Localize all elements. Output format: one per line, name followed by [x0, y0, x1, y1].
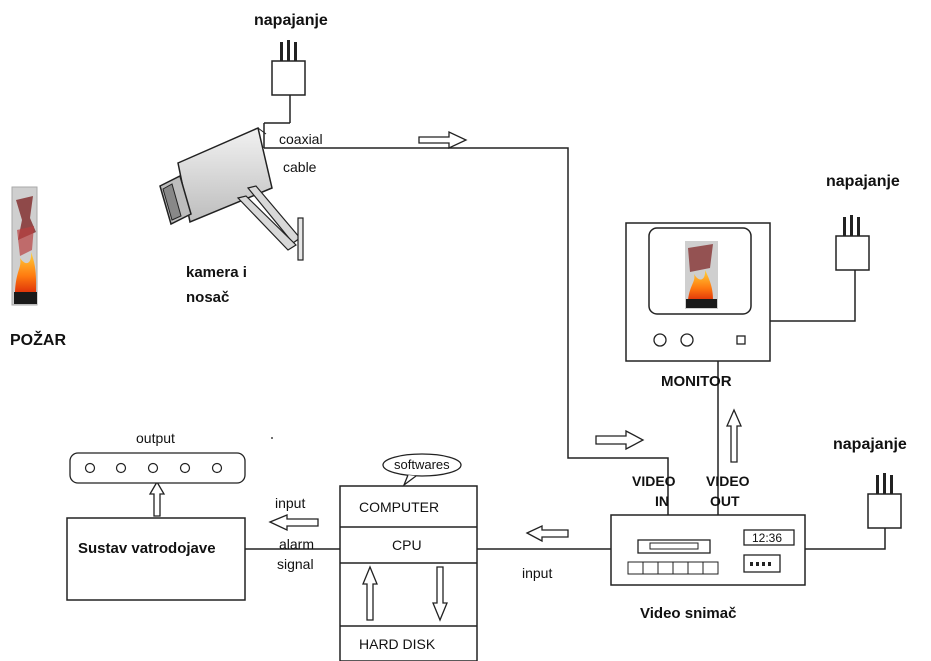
softwares-label: softwares — [394, 457, 450, 472]
cable-label: cable — [283, 159, 317, 175]
arrow-up-output-icon — [148, 480, 166, 517]
video-out-label-line1: VIDEO — [706, 473, 750, 489]
recorder-time-display: 12:36 — [752, 531, 783, 545]
cpu-label: CPU — [392, 537, 422, 553]
video-in-label-line2: IN — [655, 493, 669, 509]
arrow-right-mid-icon — [595, 429, 645, 451]
input-label-recorder: input — [522, 565, 553, 581]
power-label-recorder: napajanje — [833, 436, 907, 453]
arrow-up-harddisk-icon — [362, 565, 378, 621]
video-in-label-line1: VIDEO — [632, 473, 676, 489]
arrow-right-top-icon — [418, 130, 468, 150]
video-recorder-device — [610, 514, 806, 586]
output-indicator-panel — [69, 452, 246, 484]
power-plug-recorder — [805, 473, 902, 550]
recorder-label: Video snimač — [640, 605, 737, 622]
arrow-left-alarm-icon — [268, 514, 319, 532]
stray-dot — [271, 437, 273, 439]
camera-label-line1: kamera i — [186, 264, 247, 281]
arrow-down-harddisk-icon — [432, 566, 448, 622]
fire-label: POŽAR — [10, 332, 66, 349]
arrow-up-monitor-icon — [726, 408, 742, 463]
power-label-camera: napajanje — [254, 12, 328, 29]
monitor-fire-image — [685, 241, 718, 309]
power-label-monitor: napajanje — [826, 173, 900, 190]
hard-disk-label: HARD DISK — [359, 636, 436, 652]
camera-icon — [159, 126, 304, 261]
fire-system-box — [66, 517, 246, 601]
power-plug-monitor — [770, 215, 870, 322]
softwares-bubble — [382, 453, 462, 487]
alarm-label: alarm — [279, 536, 315, 552]
output-label: output — [136, 430, 175, 446]
monitor-label: MONITOR — [661, 373, 732, 390]
input-label-alarm: input — [275, 495, 306, 511]
coaxial-cable-line — [264, 147, 669, 515]
fire-image — [11, 186, 38, 306]
monitor-device — [625, 222, 771, 362]
camera-label-line2: nosač — [186, 289, 230, 306]
signal-label: signal — [277, 556, 314, 572]
video-out-label-line2: OUT — [710, 493, 740, 509]
arrow-left-recorder-icon — [525, 524, 569, 543]
fire-system-label: Sustav vatrodojave — [78, 540, 216, 557]
computer-stack — [339, 485, 478, 661]
computer-label: COMPUTER — [359, 499, 440, 515]
coaxial-label: coaxial — [279, 131, 323, 147]
power-plug-camera — [263, 40, 306, 148]
